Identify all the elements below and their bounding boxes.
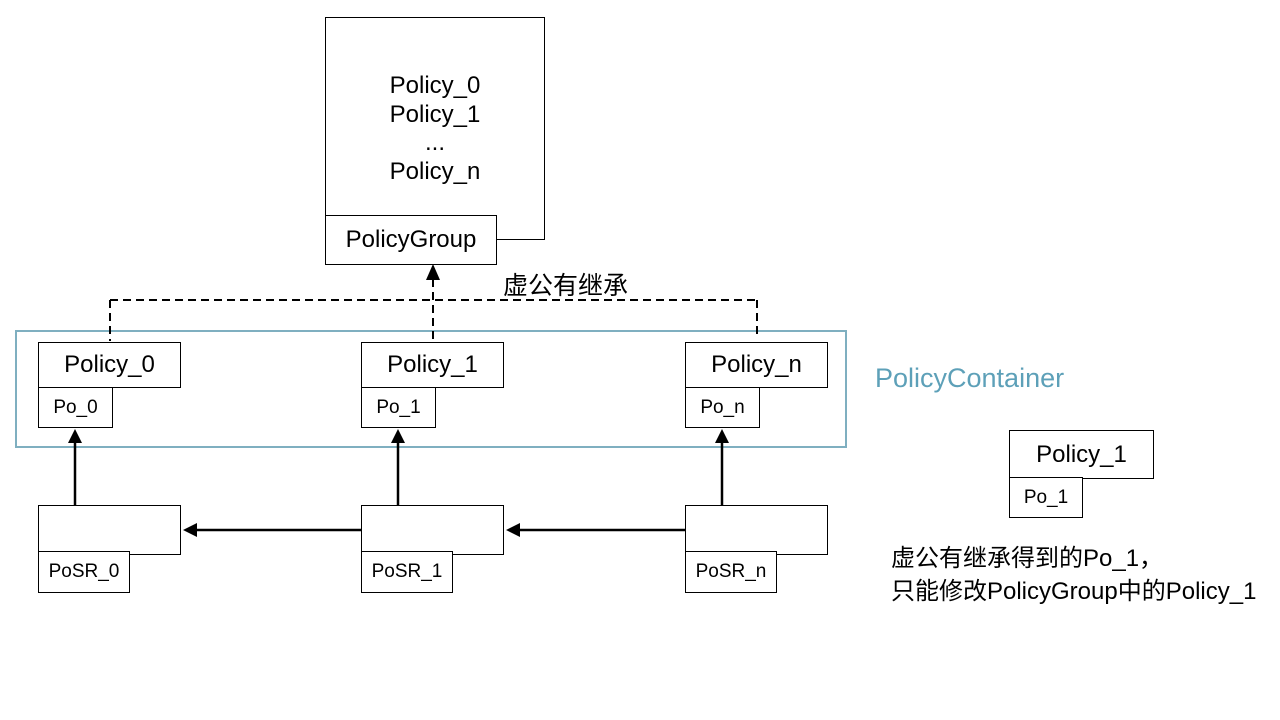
posr-box-0 xyxy=(38,505,181,555)
policy-container-frame xyxy=(15,330,847,448)
arrow-posr1-to-posr0 xyxy=(183,523,361,537)
policy-stack-line-1: Policy_1 xyxy=(389,100,481,128)
policy-box-1: Policy_1 xyxy=(361,342,504,388)
policy-box-n-label: Policy_n xyxy=(711,351,802,378)
detail-po-box: Po_1 xyxy=(1009,477,1083,518)
po-box-0-label: Po_0 xyxy=(53,396,98,418)
po-box-1-label: Po_1 xyxy=(376,396,421,418)
policy-box-0: Policy_0 xyxy=(38,342,181,388)
inheritance-note: 虚公有继承得到的Po_1， 只能修改PolicyGroup中的Policy_1 xyxy=(891,542,1256,608)
detail-policy-box: Policy_1 xyxy=(1009,430,1154,479)
note-line-1: 虚公有继承得到的Po_1， xyxy=(891,545,1164,572)
policy-stack-line-0: Policy_0 xyxy=(389,72,481,99)
detail-policy-label: Policy_1 xyxy=(1036,440,1127,468)
po-box-0: Po_0 xyxy=(38,387,113,428)
inheritance-arrowhead-icon xyxy=(426,264,440,280)
po-box-n-label: Po_n xyxy=(700,396,745,418)
policy-box-n: Policy_n xyxy=(685,342,828,388)
policy-stack-ellipsis: ... xyxy=(424,129,445,156)
posr-label-0: PoSR_0 xyxy=(48,561,120,582)
po-box-1: Po_1 xyxy=(361,387,436,428)
policy-stack-line-n: Policy_n xyxy=(389,157,481,185)
policy-stack: Policy_0 Policy_1 ... Policy_n xyxy=(325,72,545,186)
policy-container-label: PolicyContainer xyxy=(875,363,1065,393)
policy-group-box xyxy=(325,17,545,240)
posr-box-1 xyxy=(361,505,504,555)
posr-label-box-0: PoSR_0 xyxy=(38,551,130,593)
arrow-posrn-to-posr1 xyxy=(506,523,685,537)
policy-group-label-box: PolicyGroup xyxy=(325,215,497,265)
posr-label-1: PoSR_1 xyxy=(371,561,443,582)
policy-group-label: PolicyGroup xyxy=(345,226,477,253)
policy-box-0-label: Policy_0 xyxy=(64,351,155,378)
posr-label-box-n: PoSR_n xyxy=(685,551,777,593)
posr-label-n: PoSR_n xyxy=(695,561,767,582)
virtual-inheritance-label: 虚公有继承 xyxy=(503,272,629,300)
note-line-2: 只能修改PolicyGroup中的Policy_1 xyxy=(891,578,1257,605)
posr-label-box-1: PoSR_1 xyxy=(361,551,453,593)
po-box-n: Po_n xyxy=(685,387,760,428)
policy-box-1-label: Policy_1 xyxy=(387,351,478,378)
detail-po-label: Po_1 xyxy=(1023,486,1069,508)
posr-box-n xyxy=(685,505,828,555)
